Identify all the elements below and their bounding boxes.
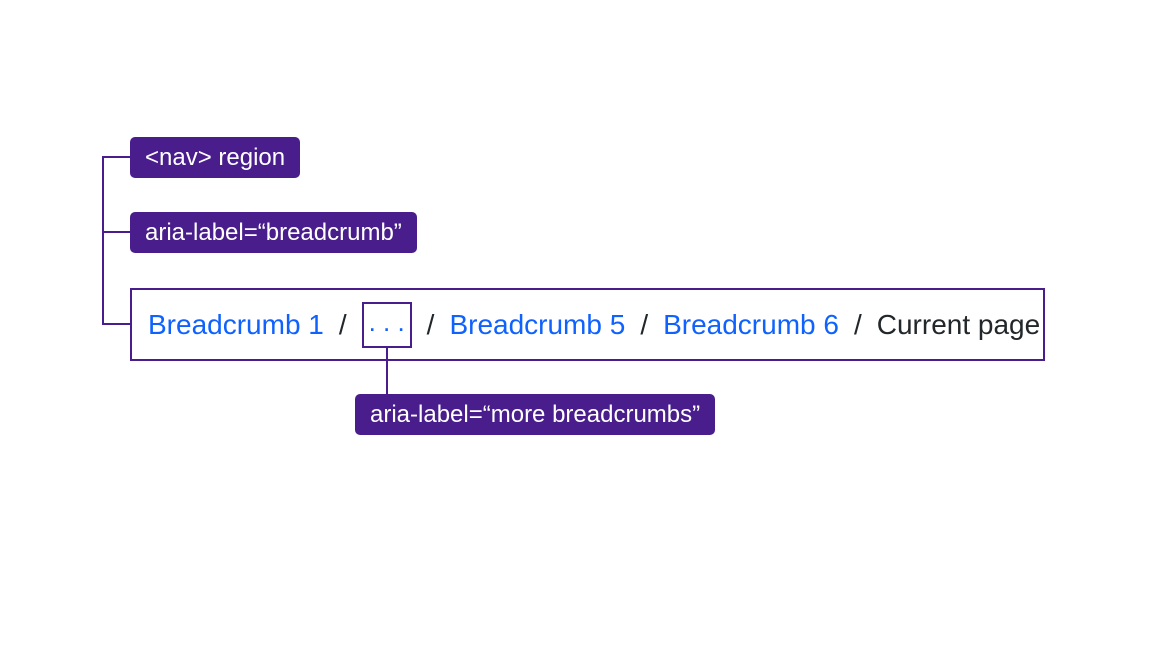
breadcrumb-separator: / [853,308,862,340]
annotation-aria-label-more-breadcrumbs: aria-label=“more breadcrumbs” [355,394,716,435]
annotation-nav-region: <nav> region [130,137,301,178]
breadcrumb-overflow-button[interactable]: . . . [361,301,412,398]
connector-line-aria-label [102,231,130,233]
breadcrumb-link-1[interactable]: Breadcrumb 1 [148,308,324,340]
breadcrumb-separator: / [426,308,435,340]
connector-line-vertical [102,156,104,325]
breadcrumb-current-page: Current page [876,308,1041,340]
connector-line-breadcrumb-box [102,323,130,325]
breadcrumb-separator: / [338,308,347,340]
breadcrumb-nav: Breadcrumb 1 / . . . / Breadcrumb 5 / Br… [130,288,1045,398]
overflow-menu-ellipsis-icon: . . . [368,306,405,337]
breadcrumb-link-5[interactable]: Breadcrumb 5 [449,308,626,340]
breadcrumb-link-6[interactable]: Breadcrumb 6 [663,308,839,340]
annotation-aria-label-breadcrumb: aria-label=“breadcrumb” [130,212,417,253]
connector-line-nav-region [102,156,130,158]
connector-line-more-breadcrumbs [385,345,388,398]
breadcrumb-separator: / [640,308,649,340]
